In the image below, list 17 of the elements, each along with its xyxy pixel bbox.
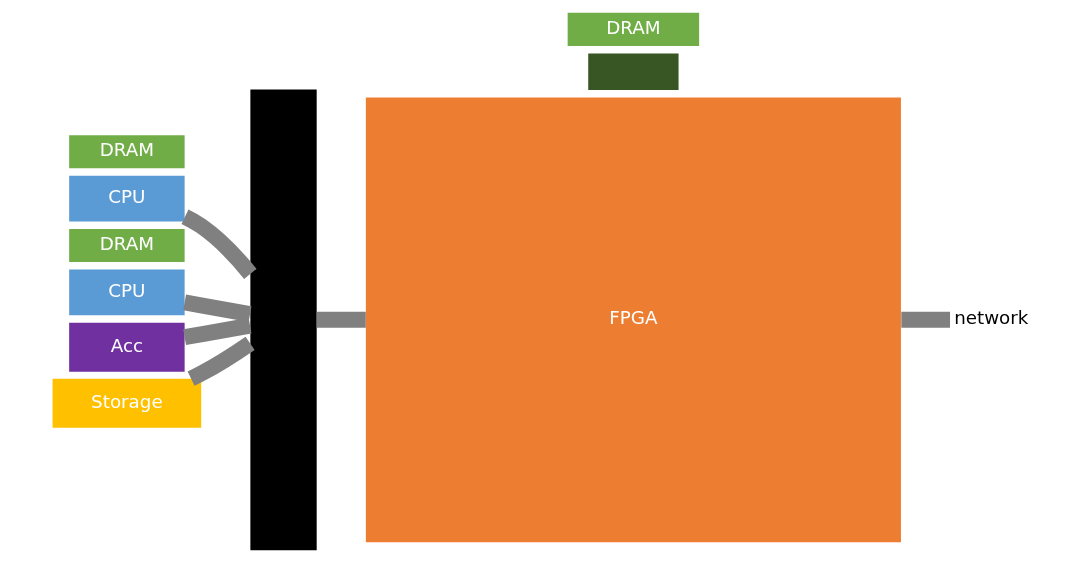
node-text: network xyxy=(953,307,1028,329)
connector xyxy=(182,317,251,346)
connector xyxy=(180,209,257,279)
connector xyxy=(187,336,255,386)
connector xyxy=(316,311,366,328)
node-box: DRAM xyxy=(68,228,185,263)
node-box xyxy=(587,53,679,90)
node-box: Storage xyxy=(52,378,201,428)
node-bar xyxy=(249,89,317,551)
connector xyxy=(182,294,251,322)
node-box: Acc xyxy=(68,322,185,372)
node-box: CPU xyxy=(68,269,185,316)
node-box: DRAM xyxy=(567,12,699,46)
node-box: DRAM xyxy=(68,135,185,169)
node-box: CPU xyxy=(68,175,185,222)
node-box: FPGA xyxy=(365,97,901,543)
connector xyxy=(900,311,950,328)
